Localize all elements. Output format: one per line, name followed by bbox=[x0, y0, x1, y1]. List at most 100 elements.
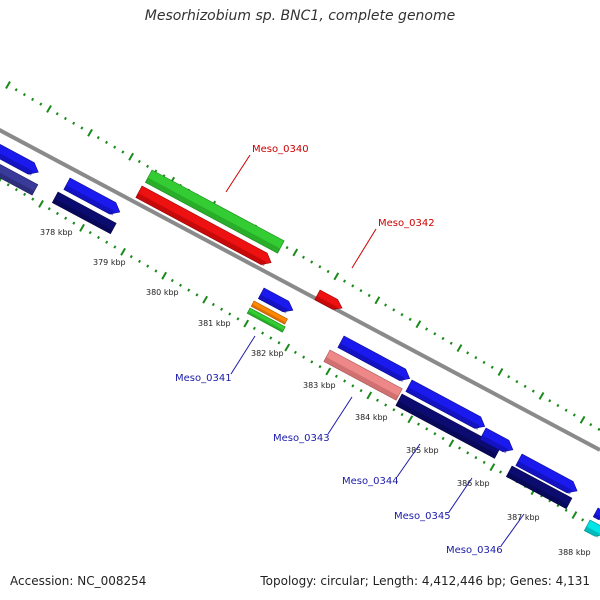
outer-ring-tick bbox=[589, 422, 593, 427]
inner-ring-tick bbox=[318, 365, 322, 369]
genome-summary-text: Topology: circular; Length: 4,412,446 bp… bbox=[260, 574, 590, 588]
gene-bar-orange[interactable] bbox=[250, 300, 288, 325]
outer-ring-tick bbox=[572, 413, 576, 417]
gene-arrow[interactable] bbox=[257, 287, 295, 316]
inner-ring-tick bbox=[64, 216, 68, 220]
outer-ring-tick bbox=[367, 293, 371, 298]
tick-label: 388 kbp bbox=[558, 548, 591, 557]
outer-ring-tick bbox=[46, 104, 52, 113]
inner-ring-tick bbox=[302, 355, 306, 359]
inner-ring-tick bbox=[407, 415, 414, 424]
gene-arrow-cyan[interactable] bbox=[583, 519, 600, 540]
inner-ring-tick bbox=[79, 223, 85, 232]
gene-arrow[interactable] bbox=[515, 453, 580, 497]
gene-arrow[interactable] bbox=[479, 427, 516, 456]
inner-ring-tick bbox=[571, 511, 578, 520]
leader-line bbox=[327, 396, 353, 435]
outer-ring-tick bbox=[22, 92, 26, 97]
inner-ring-tick bbox=[96, 235, 100, 240]
tick-label: 382 kbp bbox=[251, 349, 284, 358]
inner-ring-tick bbox=[154, 269, 158, 273]
outer-ring-tick bbox=[507, 375, 511, 379]
outer-ring-tick bbox=[113, 145, 117, 149]
outer-ring-tick bbox=[523, 384, 527, 388]
outer-ring-tick bbox=[456, 344, 463, 353]
outer-ring-tick bbox=[384, 303, 388, 307]
outer-ring-tick bbox=[408, 317, 412, 322]
outer-ring-tick bbox=[351, 284, 355, 288]
inner-ring-tick bbox=[261, 331, 265, 335]
gene-bar-green[interactable] bbox=[144, 169, 285, 254]
inner-ring-tick bbox=[129, 254, 133, 259]
outer-ring-tick bbox=[31, 97, 35, 101]
tick-label: 383 kbp bbox=[303, 381, 336, 390]
gene-bar[interactable] bbox=[395, 393, 502, 459]
inner-ring-tick bbox=[310, 360, 314, 364]
inner-ring-tick bbox=[293, 350, 297, 354]
tick-label: 387 kbp bbox=[507, 513, 540, 522]
outer-ring-tick bbox=[531, 389, 535, 393]
inner-ring-tick bbox=[179, 283, 183, 287]
gene-arrow[interactable] bbox=[63, 177, 123, 218]
gene-bar[interactable] bbox=[51, 191, 117, 235]
outer-ring-tick bbox=[5, 81, 11, 89]
inner-ring-tick bbox=[433, 432, 437, 436]
gene-label[interactable]: Meso_0342 bbox=[378, 218, 435, 229]
outer-ring-tick bbox=[548, 399, 552, 403]
inner-ring-tick bbox=[105, 240, 109, 244]
gene-label[interactable]: Meso_0340 bbox=[252, 144, 309, 155]
inner-ring-tick bbox=[284, 343, 291, 352]
inner-ring-tick bbox=[482, 460, 486, 465]
inner-ring-tick bbox=[6, 183, 10, 187]
gene-arrow[interactable] bbox=[405, 379, 488, 432]
inner-ring-tick bbox=[416, 422, 421, 426]
inner-ring-tick bbox=[23, 192, 27, 196]
outer-dotted-ring bbox=[5, 81, 600, 432]
gene-arrow-red[interactable] bbox=[314, 289, 345, 313]
gene-label[interactable]: Meso_0343 bbox=[273, 433, 330, 444]
inner-ring-tick bbox=[441, 436, 445, 441]
inner-ring-tick bbox=[400, 412, 404, 417]
inner-ring-tick bbox=[14, 187, 18, 192]
leader-line bbox=[351, 228, 377, 269]
gene-arrow[interactable] bbox=[592, 507, 600, 522]
outer-ring-tick bbox=[579, 415, 586, 424]
outer-ring-tick bbox=[374, 296, 381, 305]
page-title: Mesorhizobium sp. BNC1, complete genome bbox=[144, 8, 456, 24]
inner-ring-tick bbox=[392, 408, 396, 412]
inner-ring-tick bbox=[359, 388, 363, 393]
outer-ring-tick bbox=[285, 246, 289, 250]
outer-ring-tick bbox=[497, 368, 504, 376]
inner-ring-tick bbox=[425, 427, 429, 431]
outer-ring-tick bbox=[564, 408, 568, 412]
inner-ring-tick bbox=[72, 221, 76, 225]
outer-ring-tick bbox=[128, 152, 134, 161]
inner-ring-tick bbox=[211, 302, 215, 307]
inner-ring-tick bbox=[243, 319, 250, 328]
gene-label[interactable]: Meso_0346 bbox=[446, 545, 503, 556]
tick-label: 379 kbp bbox=[93, 258, 126, 267]
inner-ring-tick bbox=[88, 231, 92, 235]
inner-ring-tick bbox=[351, 384, 355, 388]
outer-ring-tick bbox=[55, 112, 59, 116]
gene-arrow-red[interactable] bbox=[135, 185, 274, 268]
inner-ring-tick bbox=[448, 439, 455, 448]
inner-ring-tick bbox=[47, 207, 51, 211]
gene-arrow[interactable] bbox=[0, 139, 41, 178]
genome-backbone bbox=[0, 128, 600, 452]
gene-bar[interactable] bbox=[505, 465, 573, 510]
leader-line bbox=[225, 154, 251, 193]
outer-ring-tick bbox=[556, 403, 560, 408]
outer-ring-tick bbox=[333, 272, 340, 281]
gene-bar-green[interactable] bbox=[246, 307, 286, 333]
outer-ring-tick bbox=[425, 327, 429, 331]
gene-arrow[interactable] bbox=[337, 335, 413, 384]
inner-ring-tick bbox=[466, 451, 470, 455]
gene-label[interactable]: Meso_0344 bbox=[342, 476, 399, 487]
gene-bar-pink[interactable] bbox=[323, 349, 403, 401]
gene-label[interactable]: Meso_0345 bbox=[394, 511, 451, 522]
gene-label[interactable]: Meso_0341 bbox=[175, 373, 232, 384]
gene-bar[interactable] bbox=[0, 159, 39, 196]
inner-ring-tick bbox=[489, 463, 496, 472]
